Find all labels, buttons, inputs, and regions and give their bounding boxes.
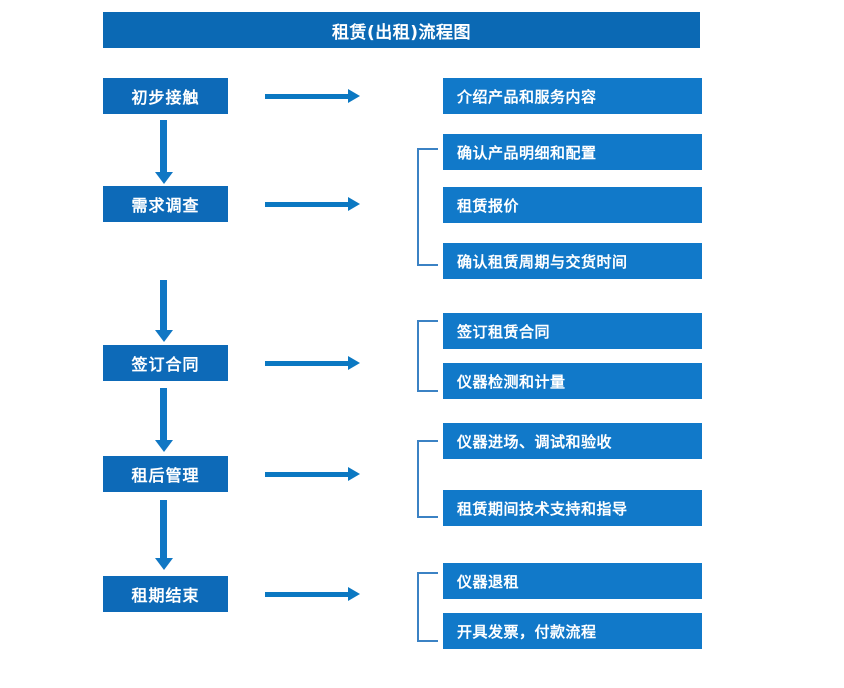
detail-box-1[interactable]: 介绍产品和服务内容: [443, 78, 702, 114]
detail-box-9[interactable]: 仪器退租: [443, 563, 702, 599]
detail-box-2[interactable]: 确认产品明细和配置: [443, 134, 702, 170]
arrow-shaft: [160, 280, 167, 330]
group-bracket-1: [417, 148, 438, 266]
arrow-shaft: [265, 361, 349, 366]
stage-box-3[interactable]: 签订合同: [103, 345, 228, 381]
vertical-arrow-3: [155, 388, 173, 452]
arrow-head-icon: [155, 440, 173, 452]
arrow-head-icon: [348, 197, 360, 211]
group-bracket-3: [417, 440, 438, 518]
horizontal-arrow-4: [265, 467, 360, 481]
detail-box-10[interactable]: 开具发票，付款流程: [443, 613, 702, 649]
arrow-head-icon: [348, 89, 360, 103]
arrow-head-icon: [348, 587, 360, 601]
vertical-arrow-1: [155, 120, 173, 184]
detail-box-4[interactable]: 确认租赁周期与交货时间: [443, 243, 702, 279]
arrow-shaft: [160, 120, 167, 172]
stage-box-5[interactable]: 租期结束: [103, 576, 228, 612]
horizontal-arrow-2: [265, 197, 360, 211]
arrow-head-icon: [348, 467, 360, 481]
arrow-shaft: [160, 500, 167, 558]
vertical-arrow-2: [155, 280, 173, 342]
arrow-head-icon: [348, 356, 360, 370]
arrow-shaft: [265, 202, 349, 207]
detail-box-8[interactable]: 租赁期间技术支持和指导: [443, 490, 702, 526]
detail-box-5[interactable]: 签订租赁合同: [443, 313, 702, 349]
group-bracket-4: [417, 572, 438, 642]
arrow-shaft: [265, 472, 349, 477]
horizontal-arrow-5: [265, 587, 360, 601]
arrow-shaft: [265, 94, 349, 99]
horizontal-arrow-1: [265, 89, 360, 103]
stage-box-2[interactable]: 需求调查: [103, 186, 228, 222]
detail-box-3[interactable]: 租赁报价: [443, 187, 702, 223]
stage-box-4[interactable]: 租后管理: [103, 456, 228, 492]
arrow-shaft: [265, 592, 349, 597]
group-bracket-2: [417, 320, 438, 392]
detail-box-6[interactable]: 仪器检测和计量: [443, 363, 702, 399]
horizontal-arrow-3: [265, 356, 360, 370]
arrow-head-icon: [155, 558, 173, 570]
vertical-arrow-4: [155, 500, 173, 570]
arrow-shaft: [160, 388, 167, 440]
arrow-head-icon: [155, 330, 173, 342]
arrow-head-icon: [155, 172, 173, 184]
detail-box-7[interactable]: 仪器进场、调试和验收: [443, 423, 702, 459]
page-title: 租赁(出租)流程图: [103, 12, 700, 48]
stage-box-1[interactable]: 初步接触: [103, 78, 228, 114]
